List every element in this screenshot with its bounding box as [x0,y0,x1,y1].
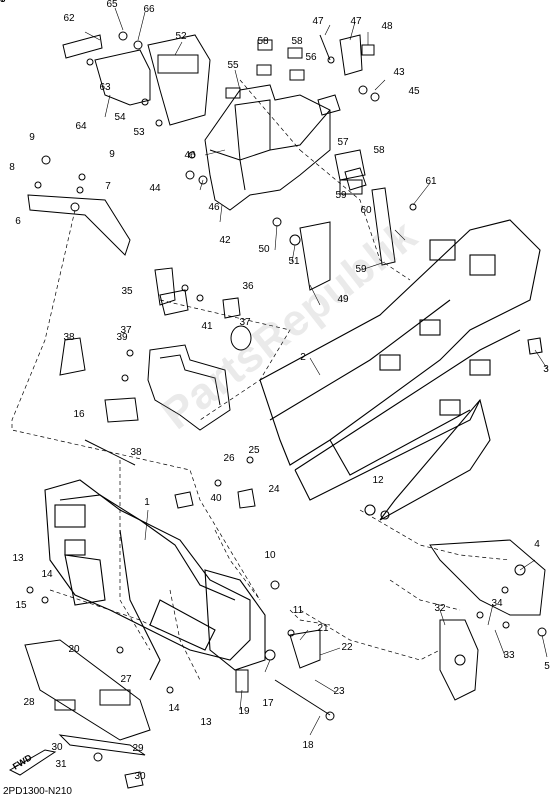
callout-24: 24 [268,484,280,495]
callout-35: 35 [121,286,133,297]
callout-22: 22 [341,642,353,653]
callout-50: 50 [258,244,270,255]
callout-34: 34 [491,598,503,609]
callout-26: 26 [223,453,235,464]
callout-6: 6 [15,216,21,227]
callout-10: 10 [264,550,276,561]
callout-46: 46 [208,202,220,213]
side-cover [439,619,479,701]
callout-12: 12 [372,475,384,486]
fwd-arrow [8,749,57,776]
assembly-guide-lines [11,79,511,681]
battery-box [185,39,331,211]
battery-cover-plate [147,325,252,431]
callout-59: 59 [355,264,367,275]
callout-49: 49 [337,294,349,305]
lower-center-parts [26,439,335,721]
callout-51: 51 [288,256,300,267]
callout-40: 40 [210,493,222,504]
callout-20: 20 [68,644,80,655]
callout-25: 25 [248,445,260,456]
callout-57: 57 [337,137,349,148]
top-right-brackets [272,34,417,291]
callout-69: 69 [0,0,6,5]
callout-43: 43 [393,67,405,78]
callout-58: 58 [373,145,385,156]
callout-62: 62 [63,13,75,24]
callout-39: 39 [116,332,128,343]
rear-subframe [44,479,266,681]
callout-32: 32 [434,603,446,614]
callout-63: 63 [99,82,111,93]
callout-31: 31 [55,759,67,770]
lower-rail [24,639,151,789]
callout-55: 55 [227,60,239,71]
callout-29: 29 [132,743,144,754]
callout-58: 58 [257,36,269,47]
callout-23: 23 [333,686,345,697]
callout-53: 53 [133,127,145,138]
callout-3: 3 [543,364,549,375]
callout-68: 68 [0,0,6,5]
callout-30: 30 [51,742,63,753]
callout-4: 4 [534,539,540,550]
callout-38: 38 [130,447,142,458]
callout-19: 19 [238,706,250,717]
callout-13: 13 [12,553,24,564]
callout-47: 47 [312,16,324,27]
callout-42: 42 [219,235,231,246]
callout-48: 48 [381,21,393,32]
callout-46: 46 [184,150,196,161]
callout-9: 9 [29,132,35,143]
callout-11: 11 [292,605,304,616]
callout-21: 21 [317,623,329,634]
callout-13: 13 [200,717,212,728]
callout-36: 36 [242,281,254,292]
callout-59: 59 [335,190,347,201]
callout-52: 52 [175,31,187,42]
callout-64: 64 [75,121,87,132]
callout-27: 27 [120,674,132,685]
top-cover-bracket [62,31,211,127]
callout-54: 54 [114,112,126,123]
callout-37: 37 [120,325,132,336]
right-bracket [429,539,547,637]
callout-14: 14 [41,569,53,580]
diagram-code: 2PD1300-N210 [3,786,72,797]
callout-37: 37 [239,317,251,328]
callout-28: 28 [23,697,35,708]
left-stay [27,155,131,256]
callout-66: 66 [143,4,155,15]
callout-44: 44 [149,183,161,194]
callout-17: 17 [262,698,274,709]
callout-2: 2 [300,352,306,363]
callout-67: 67 [0,0,6,5]
callout-7: 7 [105,181,111,192]
callout-47: 47 [350,16,362,27]
callout-1: 1 [144,497,150,508]
leader-lines [84,7,549,736]
callout-15: 15 [15,600,27,611]
callout-41: 41 [201,321,213,332]
callout-16: 16 [73,409,85,420]
callout-38: 38 [63,332,75,343]
callout-18: 18 [302,740,314,751]
callout-9: 9 [109,149,115,160]
callout-45: 45 [408,86,420,97]
callout-5: 5 [544,661,550,672]
callout-60: 60 [360,205,372,216]
callout-8: 8 [9,162,15,173]
callout-30: 30 [134,771,146,782]
callout-14: 14 [168,703,180,714]
callout-61: 61 [425,176,437,187]
callout-58: 58 [291,36,303,47]
callout-65: 65 [106,0,118,10]
callout-33: 33 [503,650,515,661]
main-frame [259,219,543,521]
callout-56: 56 [305,52,317,63]
small-clips [59,267,256,509]
